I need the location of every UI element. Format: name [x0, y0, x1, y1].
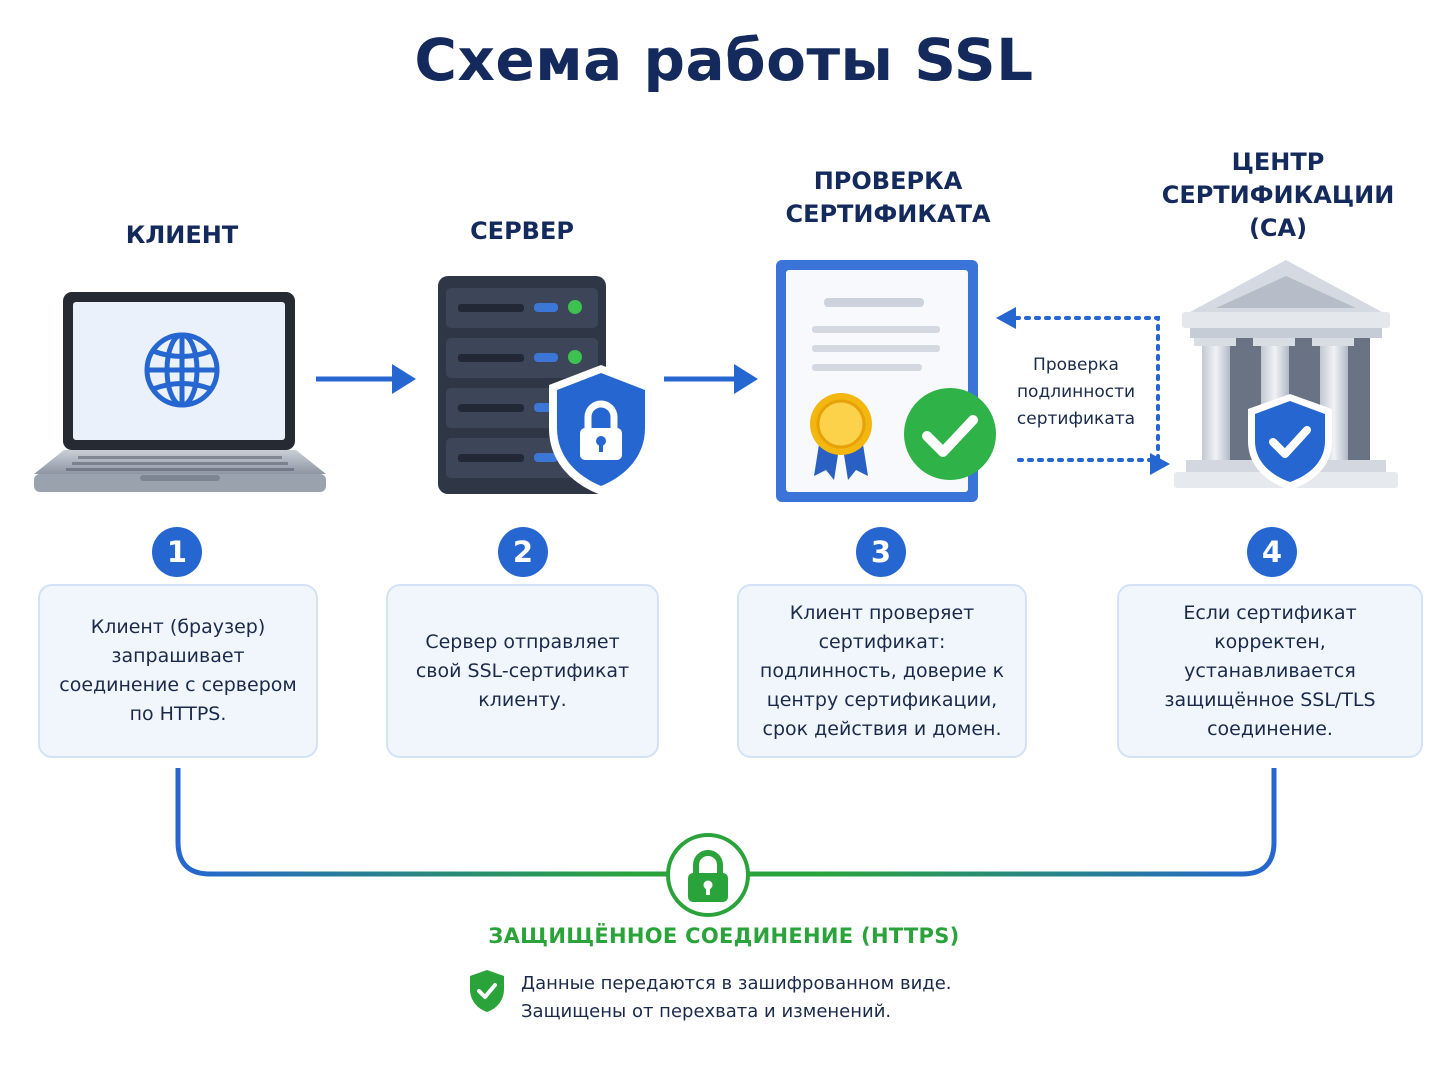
step-number-2: 2	[498, 527, 548, 577]
step-card-3: Клиент проверяет сертификат: подлинность…	[737, 584, 1027, 758]
step-text-3: Клиент проверяет сертификат: подлинность…	[759, 601, 1005, 740]
arrow-server-cert	[664, 364, 758, 394]
heading-ca: ЦЕНТР СЕРТИФИКАЦИИ (CA)	[1161, 148, 1395, 242]
seal-icon	[810, 393, 872, 480]
verify-label: Проверка подлинности сертификата	[1016, 355, 1136, 429]
lock-icon	[666, 833, 750, 917]
heading-server: СЕРВЕР	[470, 217, 574, 245]
secure-line-1: Данные передаются в зашифрованном виде.	[521, 973, 952, 994]
step-number-3: 3	[856, 527, 906, 577]
step-number-4: 4	[1247, 527, 1297, 577]
page-title: Схема работы SSL	[414, 26, 1034, 94]
secure-line-2: Защищены от перехвата и изменений.	[521, 1001, 892, 1022]
verify-arrows	[996, 307, 1170, 475]
heading-client: КЛИЕНТ	[125, 221, 239, 249]
step-card-4: Если сертификат корректен, устанавливает…	[1117, 584, 1423, 758]
step-text-4: Если сертификат корректен, устанавливает…	[1164, 601, 1376, 740]
checkmark-icon	[904, 388, 996, 480]
step-text-1: Клиент (браузер) запрашивает соединение …	[59, 616, 297, 725]
arrow-client-server	[316, 364, 416, 394]
globe-icon	[144, 332, 220, 408]
laptop-icon	[34, 292, 326, 492]
step-card-1: Клиент (браузер) запрашивает соединение …	[38, 584, 318, 758]
shield-check-small-icon	[470, 970, 504, 1012]
step-number-1: 1	[152, 527, 202, 577]
step-text-2: Сервер отправляет свой SSL-сертификат кл…	[415, 630, 630, 711]
secure-description: Данные передаются в зашифрованном виде. …	[521, 970, 1041, 1026]
shield-lock-icon	[549, 365, 653, 495]
shield-check-icon	[1248, 394, 1332, 490]
step-card-2: Сервер отправляет свой SSL-сертификат кл…	[386, 584, 659, 758]
heading-cert-check: ПРОВЕРКА СЕРТИФИКАТА	[785, 167, 991, 228]
secure-connection-title: ЗАЩИЩЁННОЕ СОЕДИНЕНИЕ (HTTPS)	[488, 924, 960, 948]
